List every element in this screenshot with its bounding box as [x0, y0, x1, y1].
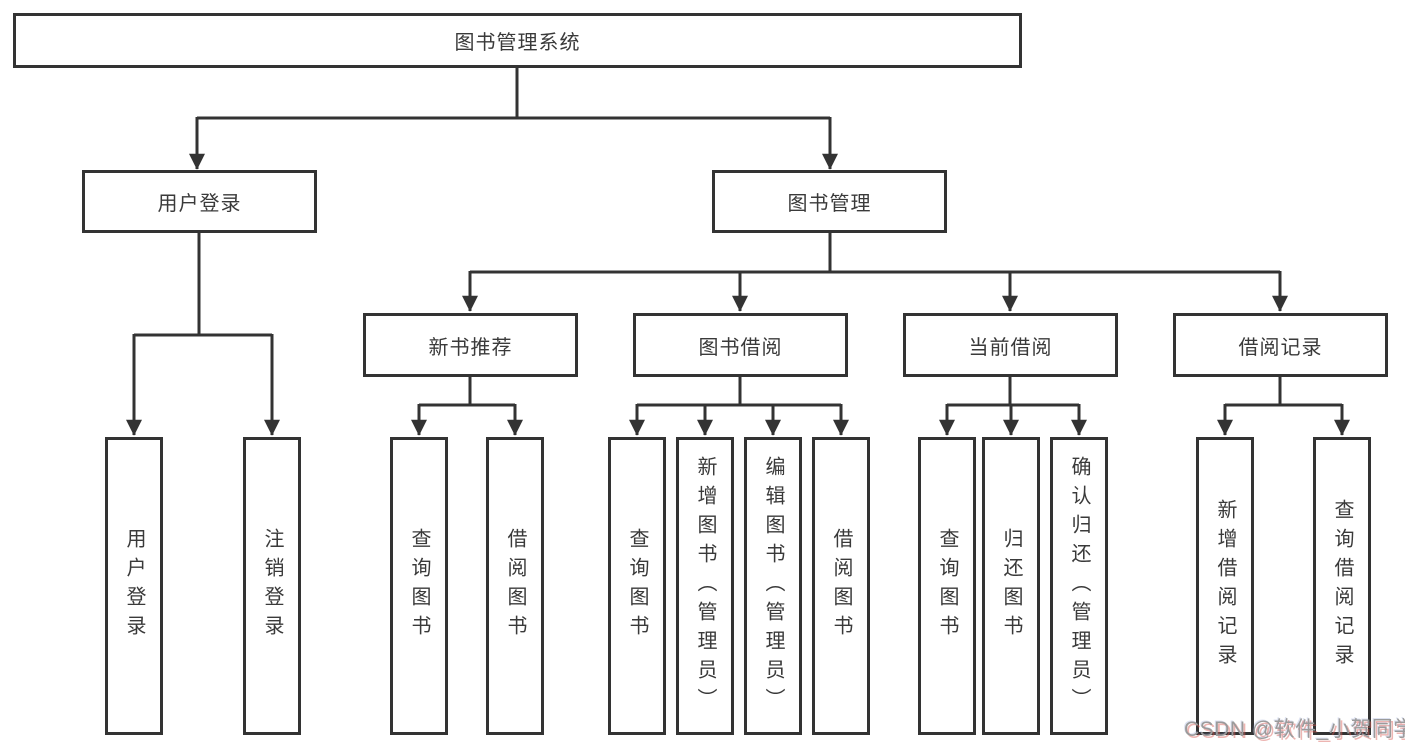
node-book-borrow: 图书借阅	[633, 313, 848, 377]
node-user-login: 用户登录	[82, 170, 317, 233]
leaf-query-book-current: 查询图书	[918, 437, 976, 735]
leaf-edit-book-admin: 编辑图书（管理员）	[744, 437, 802, 735]
node-root-label: 图书管理系统	[454, 32, 581, 54]
leaf-confirm-return-admin-label: 确认归还（管理员）	[1068, 455, 1090, 717]
node-current-borrow-label: 当前借阅	[968, 336, 1053, 359]
node-new-book-recommend: 新书推荐	[363, 313, 578, 377]
leaf-borrow-book-recommend: 借阅图书	[486, 437, 544, 735]
leaf-query-book-borrow: 查询图书	[608, 437, 666, 735]
leaf-borrow-book-recommend-label: 借阅图书	[504, 528, 526, 644]
node-book-borrow-label: 图书借阅	[698, 336, 783, 359]
leaf-borrow-book-label: 借阅图书	[830, 528, 852, 644]
leaf-edit-book-admin-label: 编辑图书（管理员）	[762, 455, 784, 717]
leaf-borrow-book: 借阅图书	[812, 437, 870, 735]
leaf-query-book-recommend: 查询图书	[390, 437, 448, 735]
node-current-borrow: 当前借阅	[903, 313, 1118, 377]
node-new-book-recommend-label: 新书推荐	[428, 336, 513, 359]
node-book-management: 图书管理	[712, 170, 947, 233]
leaf-query-book-current-label: 查询图书	[936, 528, 958, 644]
leaf-query-borrow-record: 查询借阅记录	[1313, 437, 1371, 735]
node-borrow-records-label: 借阅记录	[1238, 336, 1323, 359]
leaf-add-book-admin: 新增图书（管理员）	[676, 437, 734, 735]
leaf-query-book-recommend-label: 查询图书	[408, 528, 430, 644]
leaf-query-borrow-record-label: 查询借阅记录	[1331, 499, 1353, 673]
leaf-add-book-admin-label: 新增图书（管理员）	[694, 455, 716, 717]
leaf-add-borrow-record: 新增借阅记录	[1196, 437, 1254, 735]
node-book-management-label: 图书管理	[787, 193, 872, 215]
leaf-user-login: 用户登录	[105, 437, 163, 735]
leaf-logout-login: 注销登录	[243, 437, 301, 735]
leaf-user-login-label: 用户登录	[123, 528, 145, 644]
node-root: 图书管理系统	[13, 13, 1022, 68]
leaf-confirm-return-admin: 确认归还（管理员）	[1050, 437, 1108, 735]
leaf-query-book-borrow-label: 查询图书	[626, 528, 648, 644]
leaf-logout-login-label: 注销登录	[261, 528, 283, 644]
leaf-return-book: 归还图书	[982, 437, 1040, 735]
node-borrow-records: 借阅记录	[1173, 313, 1388, 377]
leaf-add-borrow-record-label: 新增借阅记录	[1214, 499, 1236, 673]
leaf-return-book-label: 归还图书	[1000, 528, 1022, 644]
watermark: CSDN @软件_小贺同学	[1184, 718, 1405, 741]
node-user-login-label: 用户登录	[157, 193, 242, 215]
